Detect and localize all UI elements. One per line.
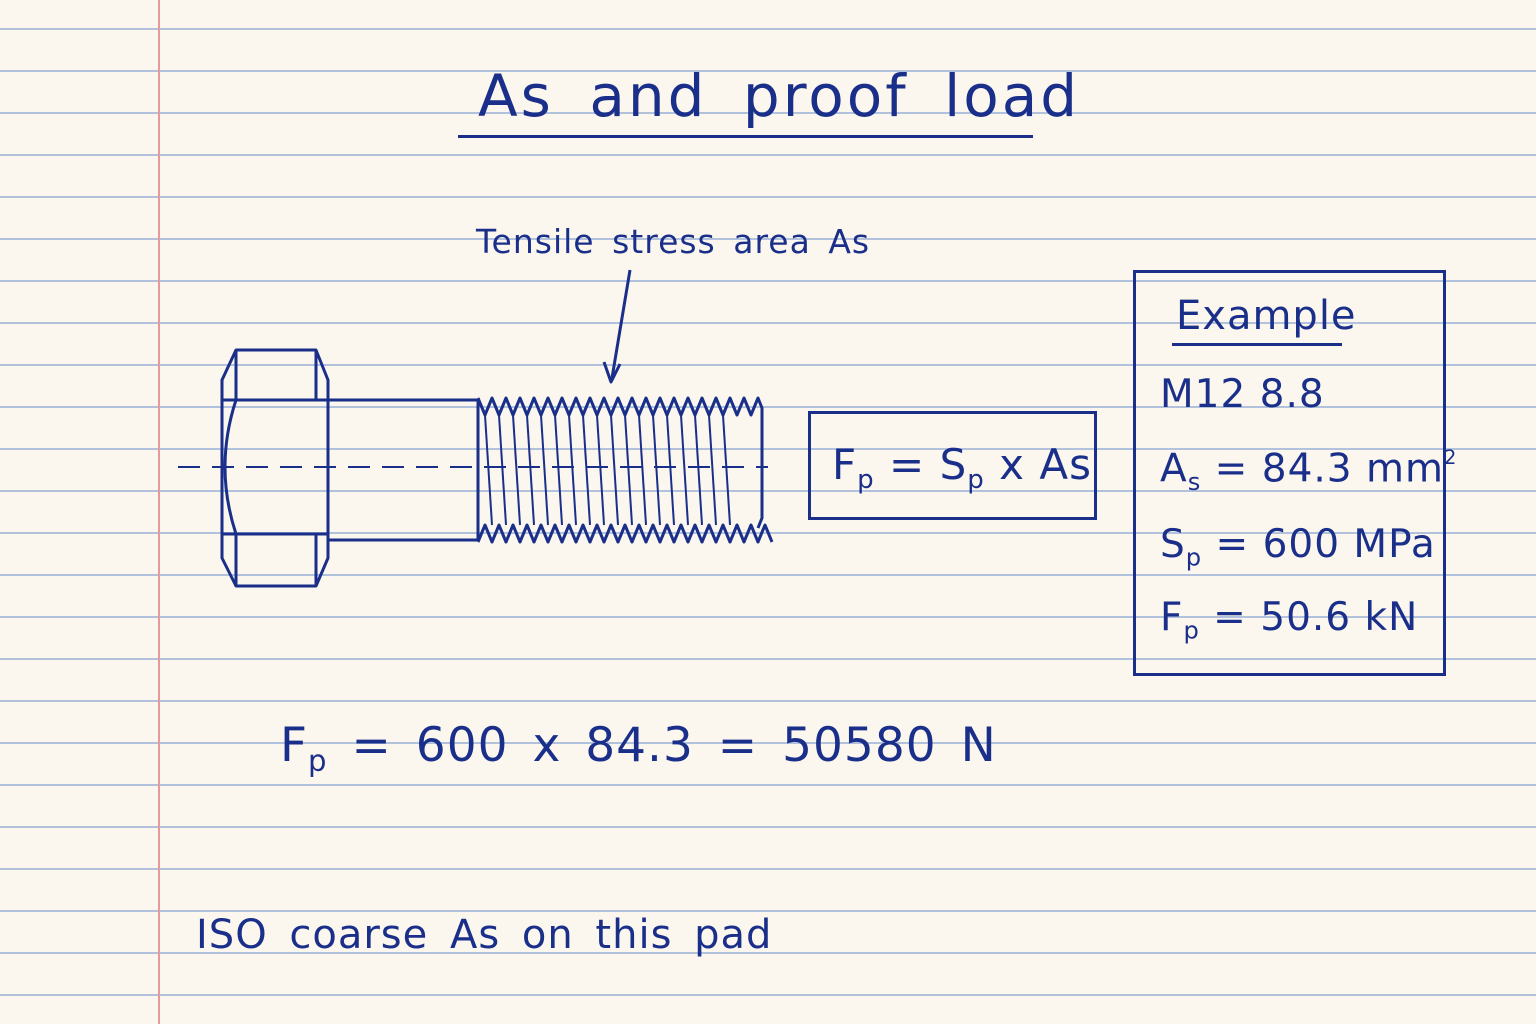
example-underline: [1172, 343, 1342, 346]
bolt-head: [220, 348, 330, 588]
calculation-line: Fp = 600 x 84.3 = 50580 N: [280, 718, 997, 779]
notebook-margin-line: [158, 0, 160, 1024]
example-box: [1133, 270, 1446, 676]
bolt-threads: [476, 396, 774, 544]
page-title: As and proof load: [478, 62, 1081, 130]
footer-note: ISO coarse As on this pad: [196, 912, 773, 958]
example-as-line: As = 84.3 mm2: [1160, 446, 1458, 496]
example-sp-line: Sp = 600 MPa: [1160, 522, 1436, 572]
example-heading: Example: [1176, 293, 1357, 339]
tensile-area-label: Tensile stress area As: [476, 222, 871, 261]
example-spec: M12 8.8: [1160, 372, 1325, 417]
proof-load-formula: Fp = Sp x As: [832, 440, 1092, 496]
example-fp-line: Fp = 50.6 kN: [1160, 595, 1419, 645]
thread-lines: [484, 414, 731, 526]
bolt-shank: [326, 398, 480, 542]
title-underline: [458, 135, 1033, 138]
formula-box: [808, 411, 1097, 520]
callout-arrow: [610, 269, 632, 379]
